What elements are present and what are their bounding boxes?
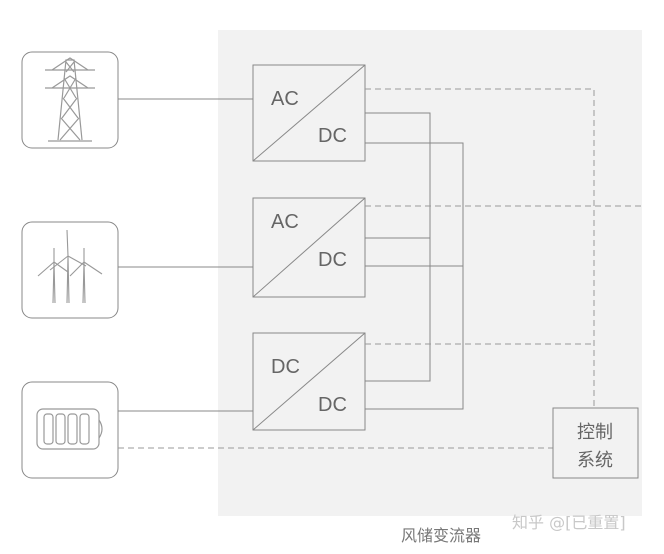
converter-3-output: DC — [318, 394, 347, 416]
dc-bus — [365, 112, 464, 410]
wind-source-box — [21, 221, 119, 319]
converter-2-output: DC — [318, 249, 347, 271]
converter-3-input: DC — [271, 356, 300, 378]
watermark: 知乎 @[已重置] — [512, 513, 626, 532]
control-label-1: 控制 — [577, 422, 613, 443]
control-label-2: 系统 — [577, 450, 613, 471]
converter-2-input: AC — [271, 211, 299, 233]
wind-turbine-icon — [37, 229, 103, 304]
control-signals — [118, 88, 642, 449]
control-system-box — [552, 407, 639, 479]
transmission-tower-icon — [45, 57, 95, 142]
battery-icon — [36, 408, 103, 450]
converter-1-input: AC — [271, 88, 299, 110]
battery-source-box — [21, 381, 119, 479]
converter-1-output: DC — [318, 125, 347, 147]
grid-source-box — [21, 51, 119, 149]
diagram-caption: 风储变流器 — [401, 526, 481, 545]
